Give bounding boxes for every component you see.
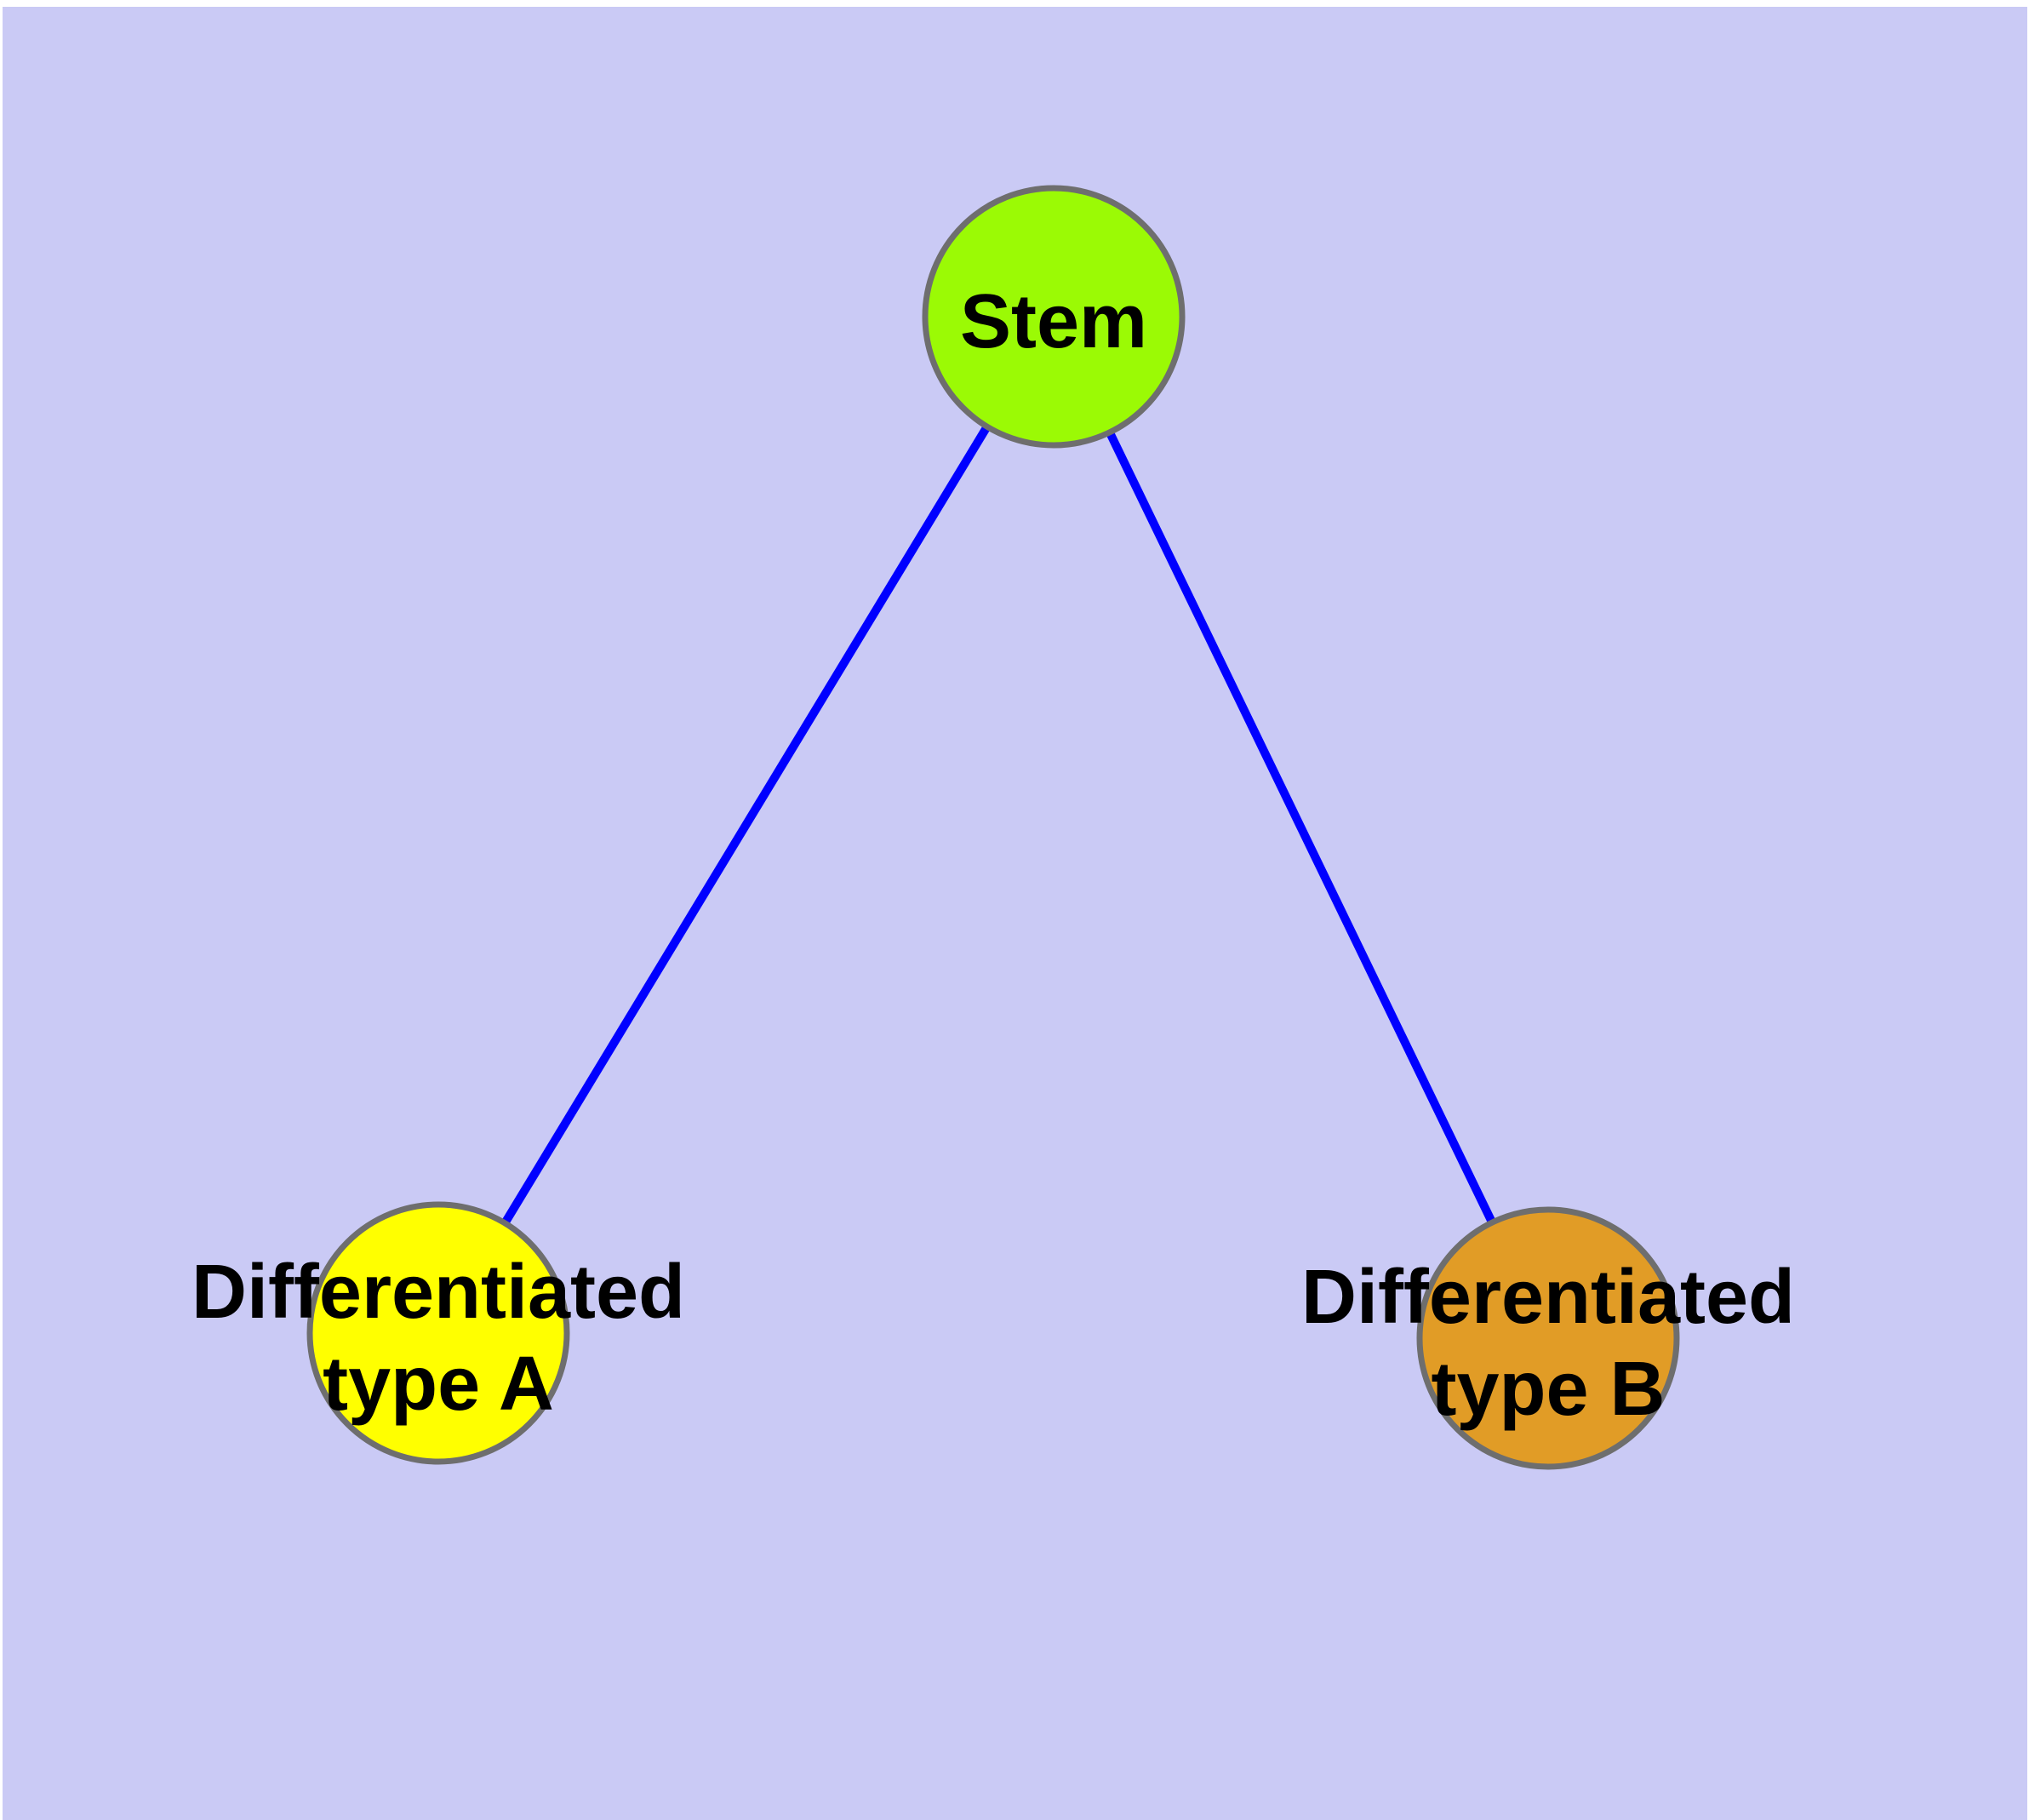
edge-stem-typeA: [434, 314, 1058, 1336]
edges-layer: [434, 314, 1552, 1341]
edge-stem-typeB: [1049, 314, 1552, 1341]
node-typeA-circle: [306, 1201, 570, 1465]
node-typeB-circle: [1416, 1206, 1680, 1470]
node-stem-label: Stem: [960, 279, 1147, 364]
node-stem-circle: [922, 185, 1186, 449]
